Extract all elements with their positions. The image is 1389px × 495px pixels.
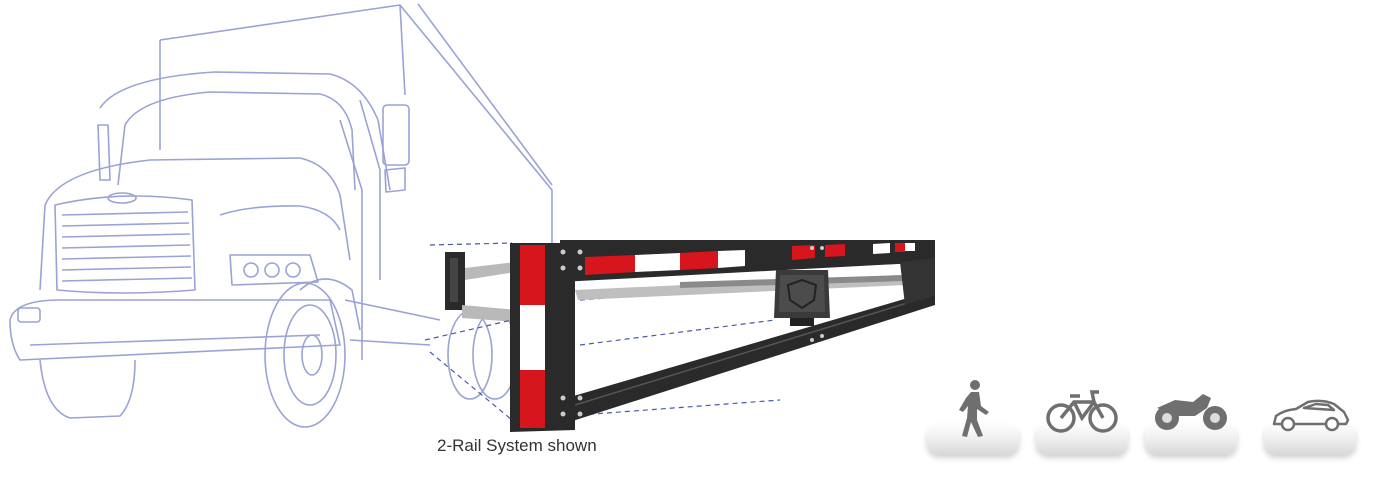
- motorcycle-icon: [1155, 394, 1227, 430]
- button-plate: [927, 422, 1019, 454]
- motorcycle-button[interactable]: [1145, 380, 1237, 456]
- car-icon: [1272, 399, 1350, 432]
- truck-outline: [9, 3, 553, 428]
- bicycle-button[interactable]: [1036, 380, 1128, 456]
- caption: 2-Rail System shown: [437, 436, 597, 455]
- underride-guard: [510, 240, 935, 432]
- bicycle-icon: [1046, 390, 1118, 433]
- pedestrian-button[interactable]: [927, 380, 1019, 456]
- pedestrian-icon: [959, 380, 989, 437]
- mount-brackets: [445, 252, 518, 322]
- car-button[interactable]: [1264, 380, 1356, 456]
- sensor-box: [774, 270, 830, 326]
- button-plate: [1264, 422, 1356, 454]
